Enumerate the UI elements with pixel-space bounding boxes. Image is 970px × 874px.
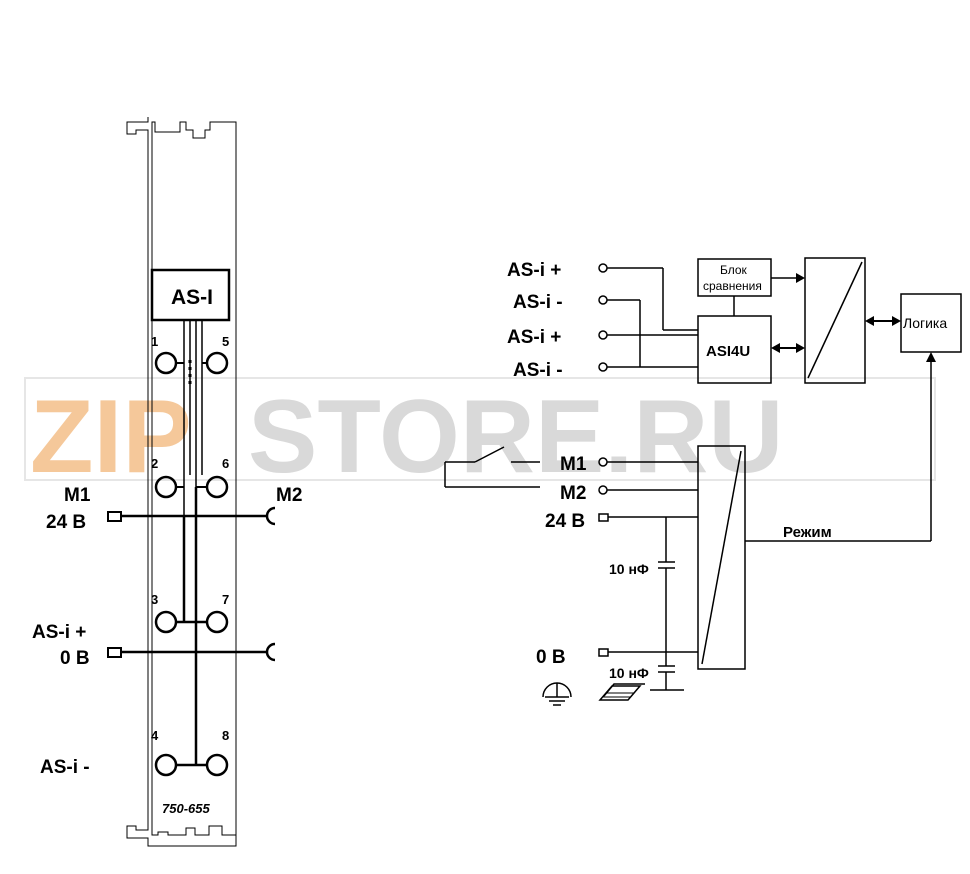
terminal-7-number: 7 xyxy=(222,592,229,607)
label-asi-minus: AS-i - xyxy=(40,757,90,778)
comparator-label-line1: Блок xyxy=(720,263,748,277)
v0-connector xyxy=(107,647,122,658)
chip-label: AS-I xyxy=(171,286,213,309)
input-label-4: AS-i - xyxy=(513,360,563,381)
asic-label: ASI4U xyxy=(706,343,750,360)
terminal-4-number: 4 xyxy=(151,728,159,743)
label-asi-plus: AS-i + xyxy=(32,622,86,643)
part-number: 750-655 xyxy=(162,801,210,816)
input-terminal-3 xyxy=(598,330,608,340)
terminal-6-number: 6 xyxy=(222,456,229,471)
input-label-1: AS-i + xyxy=(507,260,561,281)
watermark-part1: ZIP xyxy=(30,379,192,495)
v24-terminal xyxy=(598,513,609,522)
v0-label: 0 В xyxy=(536,647,566,668)
module-housing xyxy=(126,117,237,847)
input-label-3: AS-i + xyxy=(507,327,561,348)
m1-label: M1 xyxy=(560,454,587,475)
input-terminal-2 xyxy=(598,295,608,305)
block-schematic xyxy=(444,257,962,706)
comparator-label-line2: сравнения xyxy=(703,279,762,293)
terminal-1 xyxy=(154,351,178,375)
m2-label: M2 xyxy=(560,483,586,504)
terminal-7 xyxy=(205,610,229,634)
logic-label: Логика xyxy=(903,315,947,331)
m1-connector xyxy=(107,511,122,522)
cap-top-label: 10 нФ xyxy=(609,561,649,577)
terminal-4 xyxy=(154,753,178,777)
input-terminal-1 xyxy=(598,263,608,273)
ground-icon xyxy=(542,682,572,706)
terminal-3 xyxy=(154,610,178,634)
terminal-3-number: 3 xyxy=(151,592,158,607)
terminal-5 xyxy=(205,351,229,375)
terminal-2-number: 2 xyxy=(151,456,158,471)
v24-label: 24 В xyxy=(545,511,585,532)
input-label-2: AS-i - xyxy=(513,292,563,313)
terminal-5-number: 5 xyxy=(222,334,229,349)
input-terminal-4 xyxy=(598,362,608,372)
label-24v: 24 В xyxy=(46,512,86,533)
isolator-upper xyxy=(804,257,866,384)
cap-bottom-label: 10 нФ xyxy=(609,665,649,681)
terminal-8-number: 8 xyxy=(222,728,229,743)
isolator-lower xyxy=(697,445,746,670)
watermark: ZIP STORE.RU xyxy=(24,377,936,495)
m2-connector xyxy=(265,506,276,526)
din-rail-icon xyxy=(598,683,645,701)
label-m2: M2 xyxy=(276,485,302,506)
watermark-part2: STORE.RU xyxy=(248,379,784,495)
mode-label: Режим xyxy=(783,524,832,541)
v0-right-connector xyxy=(265,642,276,662)
label-0v: 0 В xyxy=(60,648,90,669)
v0-terminal xyxy=(598,648,609,657)
terminal-1-number: 1 xyxy=(151,334,158,349)
terminal-8 xyxy=(205,753,229,777)
label-m1: M1 xyxy=(64,485,91,506)
terminal-module xyxy=(107,117,276,847)
